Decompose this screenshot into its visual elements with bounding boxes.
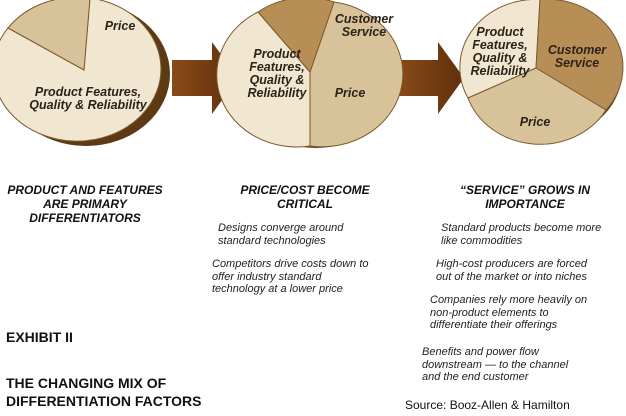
exhibit-label: EXHIBIT II [6, 329, 73, 345]
stage-2-bullet-2: Competitors drive costs down to offer in… [212, 258, 369, 295]
pie-1-label-price: Price [104, 19, 136, 33]
pie-3-label-customer-service: Customer Service [547, 43, 607, 70]
stage-3-bullet-1: Standard products become more like commo… [441, 222, 602, 247]
pie-3-segment-customer-service [535, 0, 624, 111]
pie-2-segment-price [309, 1, 404, 148]
stage-2-bullet-1: Designs converge around standard technol… [218, 222, 344, 247]
pie-chart-3 [459, 0, 624, 145]
pie-3-label-price: Price [519, 115, 551, 129]
pie-3-segment-product [459, 0, 541, 99]
pie-2-label-price: Price [334, 86, 366, 100]
stage-3-bullet-2: High-cost producers are forced out of th… [436, 258, 588, 283]
pie-chart-2 [216, 0, 404, 148]
pie-1-segment-product-features [0, 0, 162, 142]
pie-2-label-customer-service: Customer Service [334, 12, 394, 39]
stage-3-bullet-3: Companies rely more heavily on non-produ… [430, 294, 588, 331]
pie-1-segment-price [7, 0, 91, 71]
pie-3-label-product: Product Features, Quality & Reliability [470, 25, 530, 78]
pie-2-segment-customer-service [257, 0, 335, 73]
pie-3-segment-price [467, 67, 607, 145]
pie-1-label-product-features: Product Features, Quality & Reliability [29, 85, 147, 112]
arrow-right-icon [398, 42, 464, 114]
exhibit-title: THE CHANGING MIX OF DIFFERENTIATION FACT… [6, 375, 202, 409]
stage-1-heading: PRODUCT AND FEATURES ARE PRIMARY DIFFERE… [7, 183, 163, 225]
stage-3-bullet-4: Benefits and power flow downstream — to … [422, 346, 569, 383]
pie-chart-1 [0, 0, 170, 146]
source-credit: Source: Booz-Allen & Hamilton [405, 398, 570, 412]
pie-2-label-product: Product Features, Quality & Reliability [247, 47, 307, 100]
stage-3-heading: “SERVICE” GROWS IN IMPORTANCE [459, 183, 590, 211]
stage-2-heading: PRICE/COST BECOME CRITICAL [240, 183, 370, 211]
